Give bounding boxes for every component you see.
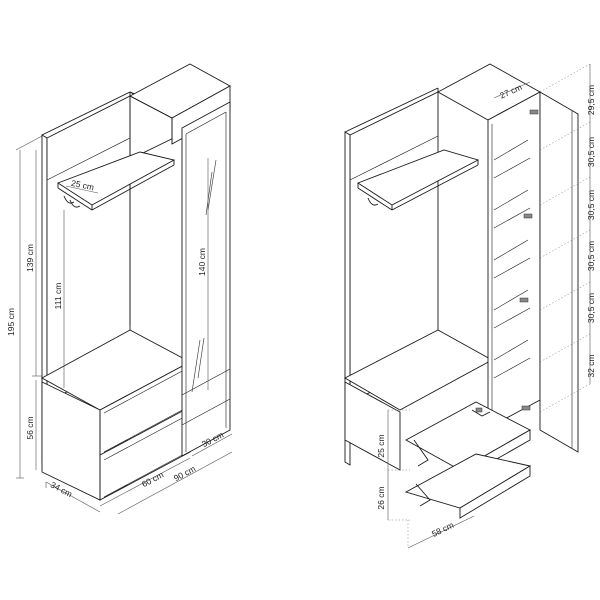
wardrobe-body-left [41, 63, 231, 501]
dim-label-shelf-depth: 25 cm [70, 178, 95, 193]
dim-label-shelf-4: 30,5 cm [586, 241, 596, 271]
dim-label-upper-height: 139 cm [25, 244, 35, 272]
dim-label-shelf-3: 30,5 cm [586, 190, 596, 220]
dim-label-hanger-height: 111 cm [53, 283, 63, 310]
dim-label-total-height: 195 cm [6, 308, 16, 336]
wardrobe-body-right [344, 63, 579, 519]
dim-label-lower-height: 56 cm [25, 416, 35, 439]
dim-label-shelf-1: 29,5 cm [586, 85, 596, 115]
right-view: 27 cm 29,5 cm 30,5 cm 30,5 cm 30,5 cm 30… [344, 63, 596, 549]
dim-label-shelf-2: 30,5 cm [586, 137, 596, 167]
dimension-lines-left [15, 135, 233, 515]
left-view: 195 cm 139 cm 56 cm 111 cm 140 cm 25 cm … [6, 63, 233, 515]
dim-label-drawer-1: 25 cm [376, 434, 386, 457]
dim-label-drawer-2: 26 cm [376, 486, 386, 509]
dimension-lines-right [387, 63, 591, 549]
dim-label-shelf-5: 30,5 cm [586, 293, 596, 323]
dim-label-drawer-width: 58 cm [430, 520, 455, 539]
dim-label-shelf-6: 32 cm [586, 354, 596, 377]
dim-label-width-total: 90 cm [172, 464, 197, 484]
dim-label-mirror-height: 140 cm [197, 248, 207, 276]
